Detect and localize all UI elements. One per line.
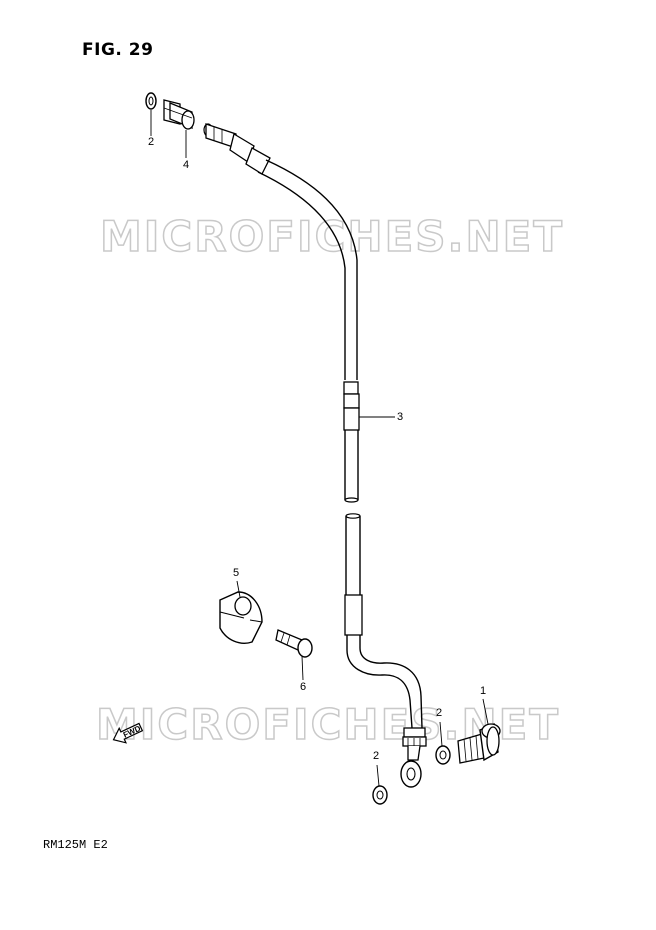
hose-upper-fitting xyxy=(203,123,271,175)
brake-hose xyxy=(257,159,427,788)
gasket-top xyxy=(145,92,157,110)
hose-clamp xyxy=(219,591,263,644)
callout-4: 4 xyxy=(183,159,190,171)
watermark-top: MICROFICHES.NET xyxy=(99,211,564,262)
hose-union xyxy=(163,99,195,130)
callout-6: 6 xyxy=(300,681,307,693)
model-code: RM125M E2 xyxy=(43,838,108,852)
callout-2-lower: 2 xyxy=(373,750,380,762)
banjo-bolt xyxy=(457,722,501,764)
clamp-bolt xyxy=(275,629,313,658)
callout-5: 5 xyxy=(233,567,240,579)
front-arrow-icon: FWD xyxy=(112,722,144,744)
callout-2-top: 2 xyxy=(148,136,155,148)
fwd-label: FWD xyxy=(122,724,143,740)
callout-2-right: 2 xyxy=(436,707,443,719)
gasket-lower-right xyxy=(435,745,451,765)
leader-lines xyxy=(150,110,489,787)
callout-3: 3 xyxy=(397,411,404,423)
callout-1: 1 xyxy=(480,685,487,697)
figure-title: FIG. 29 xyxy=(82,40,154,60)
gasket-lower xyxy=(372,785,388,805)
